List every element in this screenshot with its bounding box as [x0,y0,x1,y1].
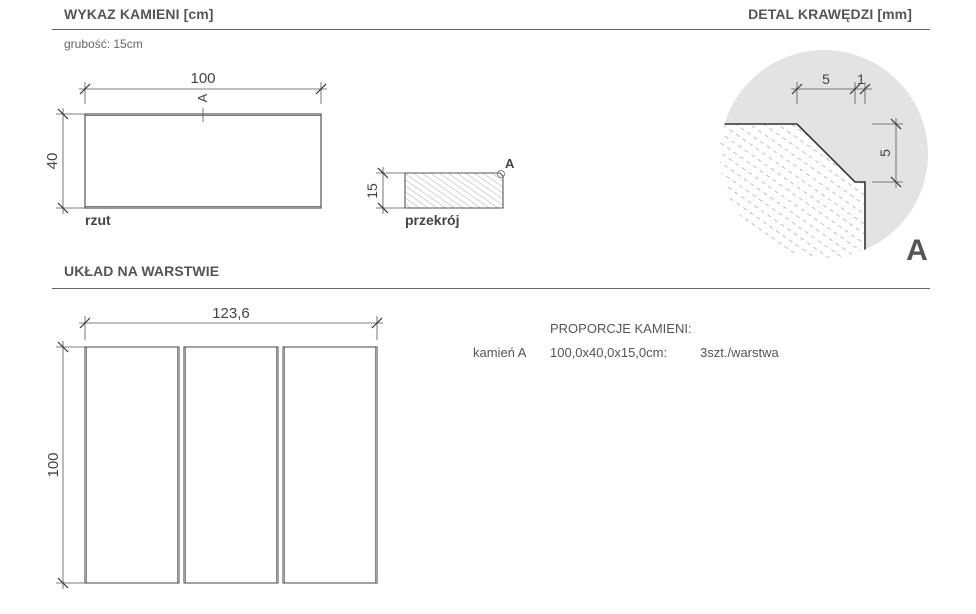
detail-side-tick-top [890,118,902,130]
proportion-row-count: 3szt./warstwa [700,345,779,360]
layer-layout-title: UKŁAD NA WARSTWIE [64,263,220,279]
proportions-title: PROPORCJE KAMIENI: [550,321,692,336]
plan-height-tick-bottom [57,202,69,214]
detail-top-dim-small: 1 [857,71,865,87]
section-marker-label: A [505,156,515,171]
layer-height-tick-bottom [57,577,69,589]
detail-marker-label: A [906,234,928,267]
plan-view: 100 A 40 rzut [44,70,327,228]
section-stone-shape [404,172,504,209]
section-height-tick-bottom [377,202,389,214]
layer-stone-3 [282,346,378,584]
layer-width-tick-right [371,317,383,329]
plan-width-tick-right [315,83,327,95]
section-height-tick-top [377,167,389,179]
detail-top-tick-3 [859,83,871,95]
plan-height-label: 40 [44,153,61,170]
stone-list-title: WYKAZ KAMIENI [cm] [64,6,214,22]
plan-marker-label: A [195,93,210,102]
section-view-label: przekrój [405,212,459,228]
proportion-row-name: kamień A [473,345,527,360]
thickness-note: grubość: 15cm [64,37,143,51]
layer-width-label: 123,6 [212,305,250,322]
layer-stone-1 [84,346,180,584]
detail-top-tick-1 [791,83,803,95]
detail-side-tick-bottom [890,176,902,188]
plan-width-label: 100 [190,70,215,87]
middle-divider [52,288,930,289]
proportion-row-size: 100,0x40,0x15,0cm: [550,345,668,360]
detail-top-tick-2 [849,83,861,95]
section-height-label: 15 [364,183,380,199]
edge-detail-title: DETAL KRAWĘDZI [mm] [748,6,912,22]
plan-view-label: rzut [85,212,111,228]
layer-height-tick-top [57,341,69,353]
plan-height-tick-top [57,108,69,120]
section-detail-circle [497,170,505,178]
edge-detail: 5 1 5 A [720,50,928,267]
top-divider [52,29,930,30]
layer-layout: 123,6 100 [45,305,383,589]
detail-stone-edge [720,123,866,258]
section-view: A 15 przekrój [364,156,515,228]
layer-height-label: 100 [45,452,62,477]
plan-width-tick-left [79,83,91,95]
detail-side-dim: 5 [877,149,893,157]
layer-width-tick-left [79,317,91,329]
detail-top-dim-large: 5 [822,71,830,87]
plan-stone-outline [84,113,322,209]
layer-stone-2 [183,346,279,584]
